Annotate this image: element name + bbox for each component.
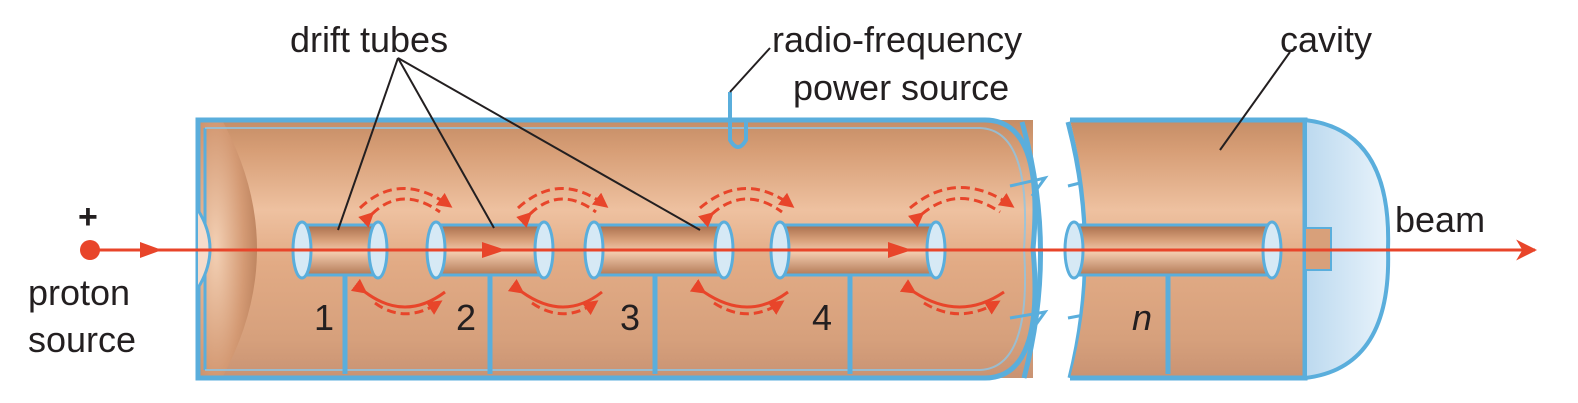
beam-arrowhead-3 xyxy=(888,242,912,258)
field-arc-4-top-inner xyxy=(907,197,1001,228)
cavity-label: cavity xyxy=(1280,19,1372,60)
field-arc-2-top-inner xyxy=(516,197,597,228)
leader-drift-tube-3 xyxy=(397,57,701,231)
proton-label-line1: proton xyxy=(28,272,130,313)
proton-beam xyxy=(80,239,1538,261)
drift-tubes-label: drift tubes xyxy=(290,19,448,60)
rf-power-input xyxy=(718,92,760,149)
field-arc-1-bot-dashed xyxy=(374,300,443,316)
leader-cavity xyxy=(1219,51,1291,151)
tube-number-3: 3 xyxy=(620,297,640,338)
field-arc-4-bot-dashed xyxy=(923,300,1001,316)
leader-drift-tube-2 xyxy=(397,57,495,229)
field-arc-2-bot-dashed xyxy=(531,300,599,316)
field-arc-3-bot-solid xyxy=(689,279,789,309)
field-arc-3-bot-dashed xyxy=(713,300,785,316)
beam-arrowhead-1 xyxy=(140,242,162,258)
field-arc-4-bot-solid xyxy=(899,279,1005,309)
field-arc-3-top-inner xyxy=(698,197,783,228)
field-arc-2-top-outer xyxy=(516,187,609,210)
field-arrows xyxy=(350,186,1015,316)
proton-label-line2: source xyxy=(28,319,136,360)
rf-label-line1: radio-frequency xyxy=(772,19,1022,60)
field-arc-1-top-outer xyxy=(358,187,453,210)
field-arc-1-bot-solid xyxy=(350,278,446,309)
tube-number-n: n xyxy=(1132,297,1152,338)
field-arc-1-top-inner xyxy=(358,197,441,228)
leader-drift-tube-1 xyxy=(337,57,399,231)
beam-arrowhead-2 xyxy=(482,242,506,258)
leader-lines xyxy=(337,47,1291,231)
leader-rf xyxy=(729,47,771,93)
tube-number-2: 2 xyxy=(456,297,476,338)
tube-number-1: 1 xyxy=(314,297,334,338)
tube-number-4: 4 xyxy=(812,297,832,338)
field-arc-3-top-outer xyxy=(699,187,795,210)
beam-label: beam xyxy=(1395,199,1485,240)
field-arc-2-bot-solid xyxy=(507,278,603,309)
rf-label-line2: power source xyxy=(793,67,1009,108)
plus-sign: + xyxy=(78,198,98,236)
